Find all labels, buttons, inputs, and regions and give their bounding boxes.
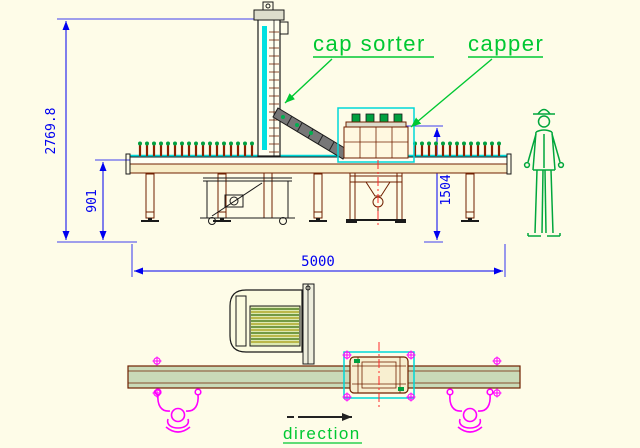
cap-chute: [272, 107, 349, 160]
bottles-right: [411, 140, 503, 158]
capper-side: [337, 107, 415, 228]
dim-overall-length-text: 5000: [301, 254, 335, 270]
direction-callout: direction: [283, 413, 362, 444]
support-cart: [200, 172, 295, 225]
operator-plan-right: [446, 388, 494, 433]
capper-plan: [342, 342, 416, 408]
capper-callout: capper: [410, 31, 544, 128]
cap-sorter-label: cap sorter: [313, 31, 426, 56]
direction-label: direction: [283, 424, 361, 443]
conveyor-side: [125, 153, 512, 222]
conveyor-plan: [127, 365, 521, 389]
plan-view: direction: [127, 283, 521, 444]
side-view: 2769.8 901 1504. 5000: [44, 1, 565, 277]
cap-sorter-plan: [229, 283, 315, 365]
dim-capper-height-text: 1504.: [439, 166, 454, 205]
dim-overall-height-text: 2769.8: [44, 108, 59, 155]
dim-working-height-text: 901: [85, 189, 100, 212]
capper-label: capper: [468, 31, 544, 56]
operator-plan-left: [154, 388, 202, 433]
operator-side-figure: [523, 108, 565, 237]
cap-sorter-callout: cap sorter: [284, 31, 434, 104]
dimension-working-height: 901: [85, 159, 133, 240]
cap-sorter-tower: [253, 1, 289, 157]
dimension-overall-length: 5000: [131, 244, 506, 277]
dimension-overall-height: 2769.8: [44, 18, 257, 243]
bottles-left: [136, 140, 256, 158]
